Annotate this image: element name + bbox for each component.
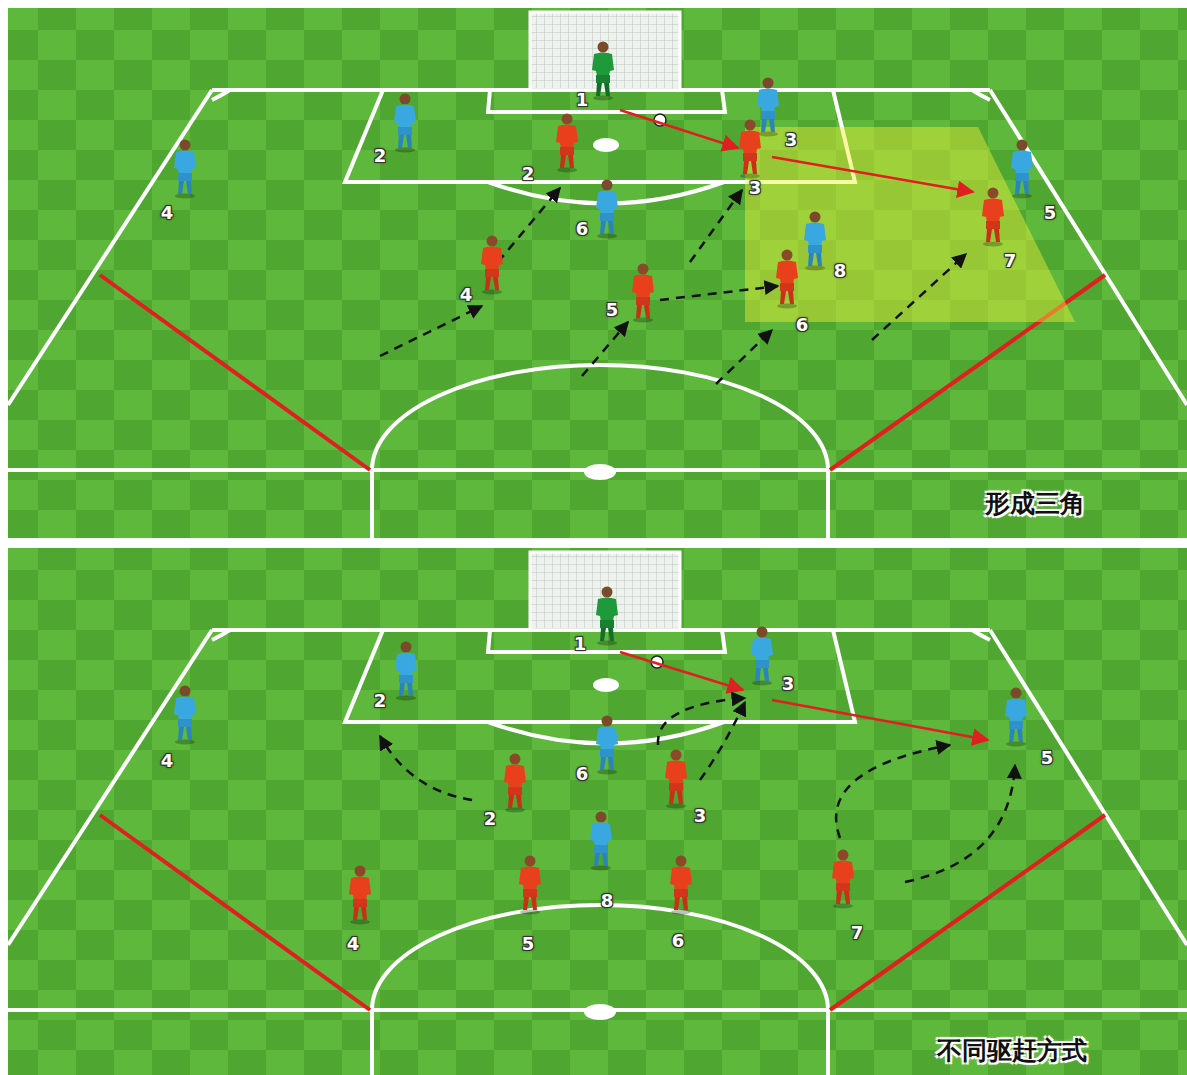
player-number: 4	[460, 284, 473, 305]
player-number: 2	[484, 808, 497, 829]
player-number: 6	[576, 218, 589, 239]
player-number: 7	[851, 922, 864, 943]
player-number: 4	[161, 750, 174, 771]
player-number: 8	[834, 260, 847, 281]
player-number: 6	[796, 314, 809, 335]
player-number: 6	[576, 763, 589, 784]
player-number: 1	[576, 89, 589, 110]
player-number: 3	[749, 177, 762, 198]
player-number: 7	[1004, 250, 1017, 271]
panel-caption: 形成三角	[985, 487, 1085, 520]
player-number: 2	[374, 690, 387, 711]
player-number: 3	[694, 805, 707, 826]
player-number: 5	[606, 299, 619, 320]
player-number: 4	[347, 933, 360, 954]
player-number: 3	[782, 673, 795, 694]
panel-caption: 不同驱赶方式	[937, 1034, 1087, 1067]
player-number: 5	[1041, 747, 1054, 768]
player-number: 2	[374, 145, 387, 166]
player-number: 2	[522, 163, 535, 184]
player-number: 5	[522, 933, 535, 954]
player-number: 6	[672, 930, 685, 951]
player-number: 5	[1044, 202, 1057, 223]
player-number: 4	[161, 202, 174, 223]
player-number: 1	[574, 633, 587, 654]
player-number: 8	[601, 890, 614, 911]
player-number: 3	[785, 129, 798, 150]
